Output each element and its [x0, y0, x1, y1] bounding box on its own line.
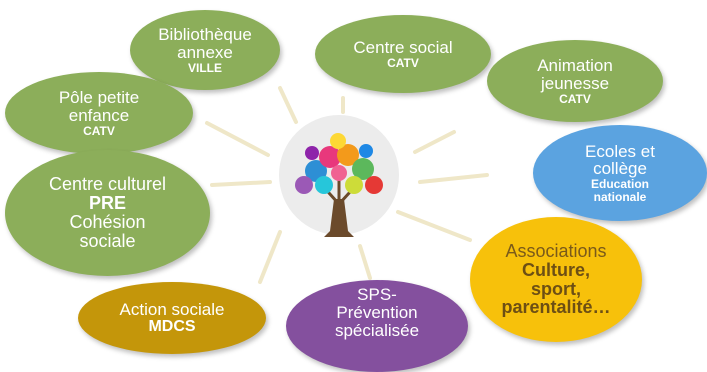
tree-icon [279, 115, 399, 237]
node-centre-culturel-line-2: Cohésion [69, 212, 146, 232]
node-ecoles: Ecoles et collège Education nationale [533, 125, 707, 221]
node-ecoles-sub-1: Education [590, 177, 649, 192]
connector-rays [205, 86, 489, 284]
node-pole-line-1: Pôle petite [58, 87, 140, 107]
node-pole-petite-enfance: Pôle petite enfance CATV [5, 72, 193, 154]
node-centre-culturel-line-3: sociale [79, 230, 136, 251]
ray-action-sociale [258, 230, 282, 284]
node-associations-bold-3: parentalité… [501, 297, 611, 318]
node-bibliotheque-sub: VILLE [187, 60, 222, 75]
node-centre-social: Centre social CATV [315, 15, 491, 93]
node-bibliotheque-line-1: Bibliothèque [158, 24, 252, 44]
node-associations-line-1: Associations [505, 240, 607, 261]
node-ecoles-line-2: collège [593, 159, 647, 179]
node-animation-jeunesse: Animation jeunesse CATV [487, 40, 663, 122]
node-bibliotheque: Bibliothèque annexe VILLE [130, 10, 280, 90]
node-associations: Associations Culture, sport, parentalité… [470, 217, 642, 342]
node-centre-social-line-1: Centre social [353, 37, 453, 57]
ray-bibliotheque [278, 86, 298, 124]
node-sps: SPS- Prévention spécialisée [286, 280, 468, 372]
node-sps-line-1: SPS- [357, 285, 397, 304]
ray-animation [413, 130, 456, 154]
node-associations-bold-2: sport, [530, 278, 581, 299]
node-ecoles-sub-2: nationale [593, 189, 647, 204]
node-animation-sub: CATV [559, 91, 591, 106]
node-sps-line-2: Prévention [336, 302, 418, 322]
ray-associations [396, 210, 472, 242]
ray-sps [358, 244, 372, 280]
node-animation-line-1: Animation [537, 55, 613, 75]
node-centre-culturel-bold: PRE [88, 193, 126, 214]
node-animation-line-2: jeunesse [540, 73, 610, 93]
node-ecoles-line-1: Ecoles et [585, 141, 655, 161]
node-centre-social-sub: CATV [387, 55, 419, 70]
node-pole-line-2: enfance [68, 105, 130, 125]
node-action-sociale-line-1: Action sociale [119, 299, 225, 319]
ray-pole-petite-enfance [205, 121, 270, 157]
node-action-sociale-sub: MDCS [148, 317, 196, 335]
node-centre-culturel-line-1: Centre culturel [48, 174, 167, 195]
ray-ecoles [418, 173, 489, 184]
node-pole-sub: CATV [83, 123, 115, 138]
node-action-sociale: Action sociale MDCS [78, 282, 266, 354]
node-bibliotheque-line-2: annexe [177, 42, 233, 62]
node-centre-culturel: Centre culturel PRE Cohésion sociale [5, 150, 210, 276]
node-sps-line-3: spécialisée [334, 320, 420, 340]
node-associations-bold-1: Culture, [521, 259, 590, 280]
ray-centre-culturel [210, 180, 272, 187]
